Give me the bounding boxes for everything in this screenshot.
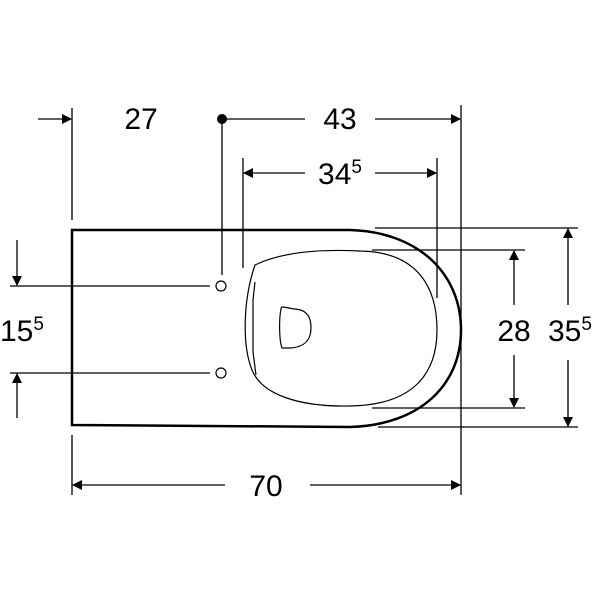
seat-outline <box>244 249 438 407</box>
dim-label-28: 28 <box>497 315 530 348</box>
fixing-hole-top <box>215 280 227 292</box>
extension-lines <box>10 105 578 495</box>
fixing-hole-bottom <box>215 367 227 379</box>
bowl-opening <box>279 306 312 349</box>
fixing-point-dot <box>217 114 227 124</box>
dim-label-70: 70 <box>249 470 282 503</box>
dim-label-34-5: 345 <box>318 157 362 191</box>
dimension-lines <box>12 114 573 490</box>
hinge-line <box>252 281 257 376</box>
dim-label-35-5: 355 <box>548 314 592 348</box>
dim-label-43: 43 <box>323 103 356 136</box>
toilet-outline <box>70 228 463 429</box>
dim-label-27: 27 <box>124 103 157 136</box>
dim-label-15-5: 155 <box>0 314 44 348</box>
